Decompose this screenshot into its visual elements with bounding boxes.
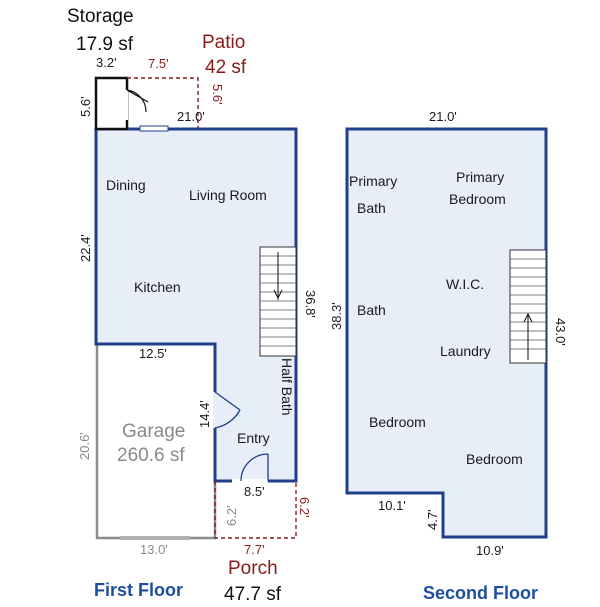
room-bedroom-2: Bedroom — [466, 451, 523, 467]
dim-storage-height: 5.6' — [78, 96, 93, 117]
dim-first-left-height: 22.4' — [78, 234, 93, 262]
dim-garage-left: 20.6' — [77, 432, 92, 460]
room-entry: Entry — [237, 430, 270, 446]
room-wic: W.I.C. — [446, 276, 484, 292]
dim-first-top-width: 21.0' — [177, 109, 205, 124]
room-primary-bath-line1: Primary — [349, 173, 397, 189]
patio-area: 42 sf — [205, 57, 247, 78]
storage-area: 17.9 sf — [76, 34, 134, 55]
dim-second-bottom-width: 10.9' — [476, 543, 504, 558]
porch-area: 47.7 sf — [224, 584, 282, 605]
room-half-bath: Half Bath — [279, 358, 295, 416]
room-laundry: Laundry — [440, 343, 491, 359]
dim-garage-inner-wall: 14.4' — [197, 400, 212, 428]
dim-second-step-side: 4.7' — [425, 509, 440, 530]
dim-first-right-height: 36.8' — [303, 290, 318, 318]
room-living-room: Living Room — [189, 187, 267, 203]
room-primary-bedroom-line1: Primary — [456, 169, 504, 185]
garage-entry-door — [213, 391, 241, 429]
second-floor-title: Second Floor — [423, 583, 538, 603]
porch-name: Porch — [228, 558, 278, 579]
garage-name: Garage — [122, 421, 185, 442]
room-primary-bath-line2: Bath — [357, 200, 386, 216]
garage-area: 260.6 sf — [117, 445, 185, 466]
first-floor-title: First Floor — [94, 580, 183, 600]
dim-second-step-top: 10.1' — [378, 498, 406, 513]
room-primary-bedroom-line2: Bedroom — [449, 191, 506, 207]
dim-second-right-height: 43.0' — [553, 318, 568, 346]
garage-outline — [95, 342, 217, 540]
second-floor-outline — [345, 127, 548, 539]
first-floor-stairs — [259, 246, 297, 357]
front-door — [232, 453, 269, 483]
patio-name: Patio — [202, 32, 245, 53]
dim-second-left-height: 38.3' — [329, 302, 344, 330]
dim-porch-left: 6.2' — [224, 505, 239, 526]
dim-porch-right: 6.2' — [297, 497, 312, 518]
dim-patio-height: 5.6' — [210, 84, 225, 105]
patio-outline — [127, 77, 199, 129]
dim-entry-bottom: 8.5' — [244, 484, 265, 499]
room-dining: Dining — [106, 177, 146, 193]
second-floor-stairs — [509, 249, 547, 364]
porch-outline — [214, 481, 297, 539]
room-bedroom-1: Bedroom — [369, 414, 426, 430]
dim-storage-width: 3.2' — [96, 55, 117, 70]
patio-sliding-door — [139, 125, 169, 132]
dim-patio-width: 7.5' — [148, 56, 169, 71]
storage-door-swing — [126, 89, 149, 113]
storage-outline — [94, 76, 129, 131]
room-kitchen: Kitchen — [134, 279, 181, 295]
dim-second-top-width: 21.0' — [429, 109, 457, 124]
dim-porch-bottom: 7.7' — [244, 542, 265, 557]
room-bath: Bath — [357, 302, 386, 318]
dim-garage-bottom: 13.0' — [140, 542, 168, 557]
dim-garage-top: 12.5' — [139, 346, 167, 361]
storage-name: Storage — [67, 6, 134, 27]
